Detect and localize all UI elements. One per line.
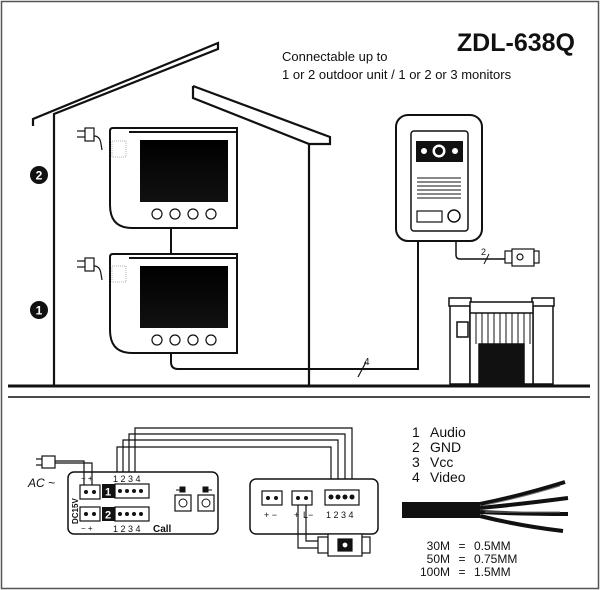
outdoor-terminal-board (249, 478, 379, 535)
port-2-label: 2 (105, 510, 111, 522)
power-plug-icon-upper (77, 127, 103, 151)
dc-polarity-top: − + (81, 474, 93, 483)
speaker-grille (417, 177, 461, 199)
call-button (447, 209, 461, 223)
legend-label-1: Audio (430, 424, 466, 440)
indoor-monitor-lower (109, 253, 238, 354)
bell-icon (202, 486, 212, 493)
floor-marker-1: 1 (30, 301, 48, 319)
cable-spec-table: 30M = 0.5MM 50M = 0.75MM 100M = 1.5MM (420, 539, 517, 579)
spec-length-3: 100M (420, 565, 450, 579)
lock-cable-wire-count: 2 (481, 247, 486, 257)
wiring-harness (116, 427, 353, 489)
legend-label-4: Video (430, 469, 466, 485)
monitor-buttons (151, 208, 217, 220)
electric-lock-icon (504, 248, 540, 267)
spec-length-1: 30M (427, 539, 450, 553)
lock-cable (455, 241, 505, 260)
spec-eq-3: = (458, 565, 465, 579)
port-2-pin-numbers: 1 2 3 4 (113, 524, 141, 534)
svg-text:1: 1 (36, 304, 43, 318)
spec-eq-1: = (458, 539, 465, 553)
outdoor-pin-numbers: 1 2 3 4 (326, 510, 354, 520)
ac-label: AC ~ (27, 476, 55, 490)
model-title: ZDL-638Q (457, 29, 575, 57)
outdoor-polarity-plus: + (294, 510, 299, 520)
monitor-screen (140, 266, 228, 328)
indoor-monitor-upper (109, 127, 238, 229)
capability-line-1: Connectable up to (282, 49, 388, 64)
spec-eq-2: = (458, 552, 465, 566)
main-cable (170, 241, 419, 370)
legend-num-3: 3 (412, 454, 420, 470)
gate-illustration (448, 297, 555, 385)
terminal-pins (84, 489, 211, 516)
spec-gauge-3: 1.5MM (474, 565, 511, 579)
call-label: Call (153, 524, 172, 535)
gate-bars (475, 313, 531, 344)
lock-wires (297, 505, 318, 549)
legend-label-3: Vcc (430, 454, 453, 470)
legend-num-1: 1 (412, 424, 420, 440)
legend-num-2: 2 (412, 439, 420, 455)
outdoor-polarity-left: + − (264, 510, 277, 520)
port-1-pin-numbers: 1 2 3 4 (113, 474, 141, 484)
monitor-buttons (151, 334, 217, 346)
speaker-grille (111, 265, 127, 283)
name-plate (416, 210, 443, 223)
cable-slash (483, 253, 490, 265)
spec-gauge-2: 0.75MM (474, 552, 517, 566)
monitor-screen (140, 140, 228, 202)
cable-illustration (402, 480, 569, 533)
power-plug-icon-lower (77, 257, 103, 281)
legend-label-2: GND (430, 439, 461, 455)
port-1-label: 1 (105, 487, 111, 499)
cable-slash (357, 361, 367, 378)
house-outline (31, 41, 332, 386)
terminal-pins (266, 494, 355, 500)
spec-length-2: 50M (427, 552, 450, 566)
svg-text:2: 2 (36, 169, 43, 183)
floor-marker-2: 2 (30, 166, 48, 184)
electric-lock-icon (317, 533, 371, 557)
capability-line-2: 1 or 2 outdoor unit / 1 or 2 or 3 monito… (282, 67, 512, 82)
main-cable-wire-count: 4 (364, 357, 370, 368)
unlock-icon (176, 486, 186, 493)
spec-gauge-1: 0.5MM (474, 539, 511, 553)
ac-adapter-icon (36, 455, 93, 485)
wire-legend: 1 Audio 2 GND 3 Vcc 4 Video (412, 424, 466, 485)
speaker-grille (111, 140, 127, 158)
outdoor-camera-unit (395, 114, 483, 242)
legend-num-4: 4 (412, 469, 420, 485)
dc-polarity-bottom: − + (81, 524, 93, 533)
dc-voltage-label: DC15V (71, 498, 80, 524)
outdoor-polarity-minus: L− (303, 510, 313, 520)
